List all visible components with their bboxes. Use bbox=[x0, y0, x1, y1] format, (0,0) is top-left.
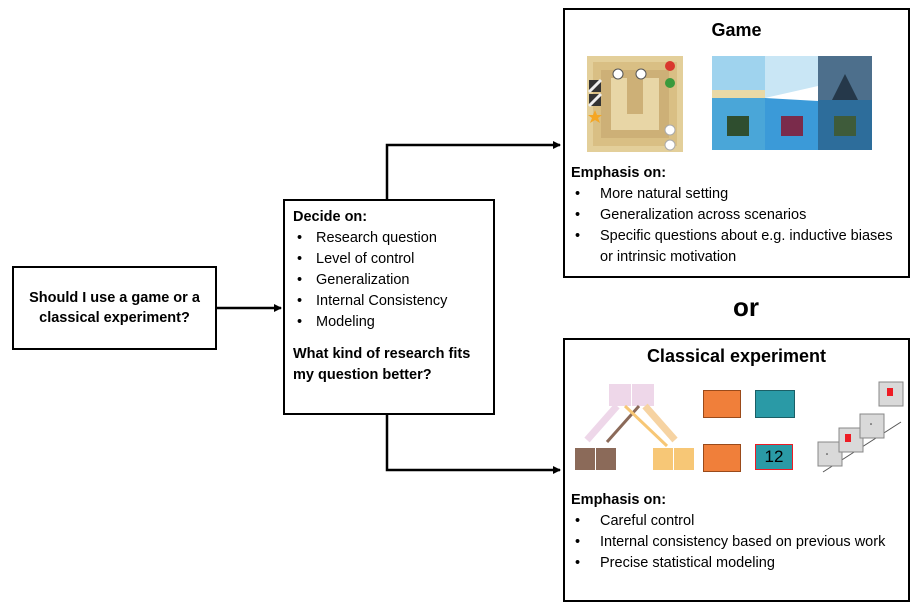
list-item: Generalization bbox=[293, 270, 485, 291]
arrow-decide-to-game bbox=[385, 141, 561, 199]
boat-game-thumbnail bbox=[712, 56, 872, 150]
game-emphasis-heading: Emphasis on: bbox=[571, 165, 667, 181]
experiment-emphasis: Emphasis on: Careful control Internal co… bbox=[571, 490, 900, 574]
number-square: 12 bbox=[755, 444, 793, 470]
experiment-title: Classical experiment bbox=[646, 346, 827, 366]
list-item: Internal consistency based on previous w… bbox=[571, 532, 900, 553]
list-item: More natural setting bbox=[571, 184, 900, 205]
category-stimulus-figure bbox=[575, 384, 694, 470]
list-item: Modeling bbox=[293, 312, 485, 333]
arrow-decide-to-experiment bbox=[385, 415, 561, 474]
decide-list: Research question Level of control Gener… bbox=[293, 228, 485, 333]
question-text: Should I use a game or a classical exper… bbox=[29, 290, 200, 326]
list-item: Generalization across scenarios bbox=[571, 205, 900, 226]
orange-square bbox=[703, 390, 741, 418]
list-item: Level of control bbox=[293, 249, 485, 270]
list-item: Internal Consistency bbox=[293, 291, 485, 312]
experiment-emphasis-list: Careful control Internal consistency bas… bbox=[571, 511, 900, 574]
list-item: Careful control bbox=[571, 511, 900, 532]
experiment-emphasis-heading: Emphasis on: bbox=[571, 492, 667, 508]
experiment-box: Classical experiment 12 Emphasis on: Car… bbox=[563, 338, 910, 602]
decide-heading: Decide on: bbox=[293, 209, 368, 225]
list-item: Research question bbox=[293, 228, 485, 249]
game-box: Game Emphasis on: bbox=[563, 8, 910, 278]
grid-game-thumbnail bbox=[587, 56, 683, 152]
teal-square bbox=[755, 390, 795, 418]
decide-box: Decide on: Research question Level of co… bbox=[283, 199, 495, 415]
or-label: or bbox=[733, 292, 759, 322]
question-box: Should I use a game or a classical exper… bbox=[12, 266, 217, 350]
list-item: Precise statistical modeling bbox=[571, 553, 900, 574]
orange-square bbox=[703, 444, 741, 472]
trial-sequence-figure bbox=[817, 381, 904, 473]
decide-footer: What kind of research fits my question b… bbox=[293, 346, 471, 383]
list-item: Specific questions about e.g. inductive … bbox=[571, 226, 900, 268]
game-emphasis-list: More natural setting Generalization acro… bbox=[571, 184, 900, 268]
game-title: Game bbox=[711, 20, 762, 40]
game-emphasis: Emphasis on: More natural setting Genera… bbox=[571, 163, 900, 268]
